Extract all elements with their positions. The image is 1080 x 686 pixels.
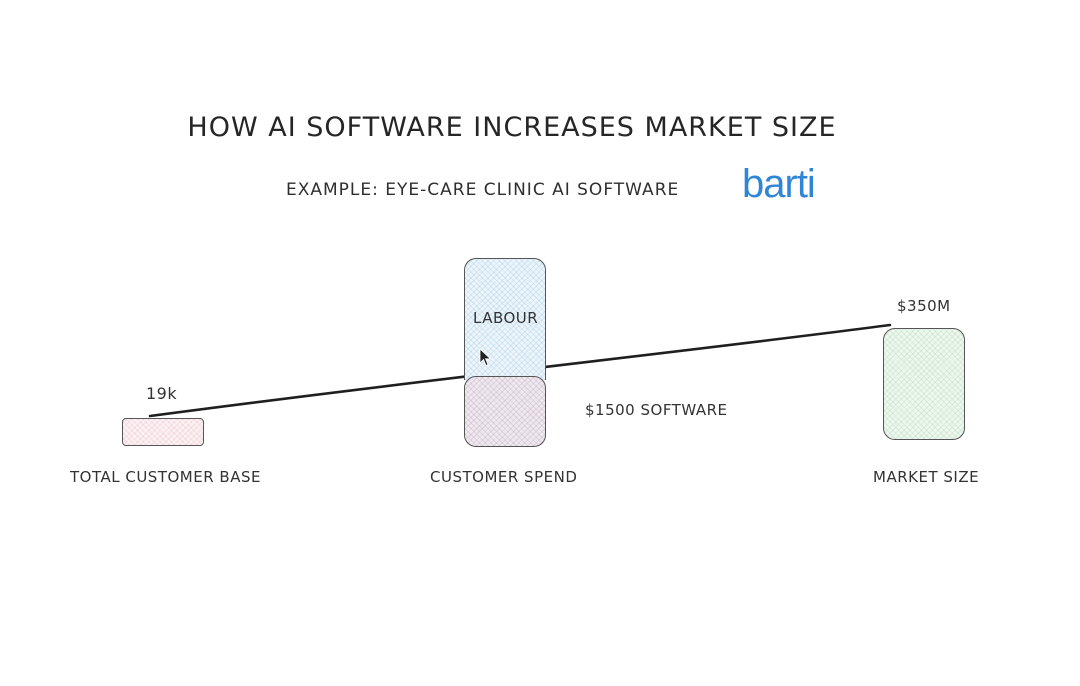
diagram-title: HOW AI SOFTWARE INCREASES MARKET SIZE: [187, 112, 837, 143]
barti-logo: barti: [742, 162, 816, 206]
market-size-label: MARKET SIZE: [873, 468, 980, 486]
software-box[interactable]: [464, 376, 546, 447]
customer-spend-label: CUSTOMER SPEND: [430, 468, 578, 486]
mouse-pointer-icon: [479, 348, 492, 367]
customer-base-box[interactable]: [122, 418, 204, 446]
diagram-subtitle: EXAMPLE: EYE-CARE CLINIC AI SOFTWARE: [286, 180, 680, 200]
labour-box[interactable]: [464, 258, 546, 380]
customer-base-label: TOTAL CUSTOMER BASE: [70, 468, 261, 486]
customer-base-value: 19k: [146, 384, 178, 403]
labour-label: LABOUR: [473, 309, 539, 327]
software-label: $1500 SOFTWARE: [585, 401, 728, 419]
market-size-box[interactable]: [883, 328, 965, 440]
market-size-value: $350M: [897, 297, 951, 315]
